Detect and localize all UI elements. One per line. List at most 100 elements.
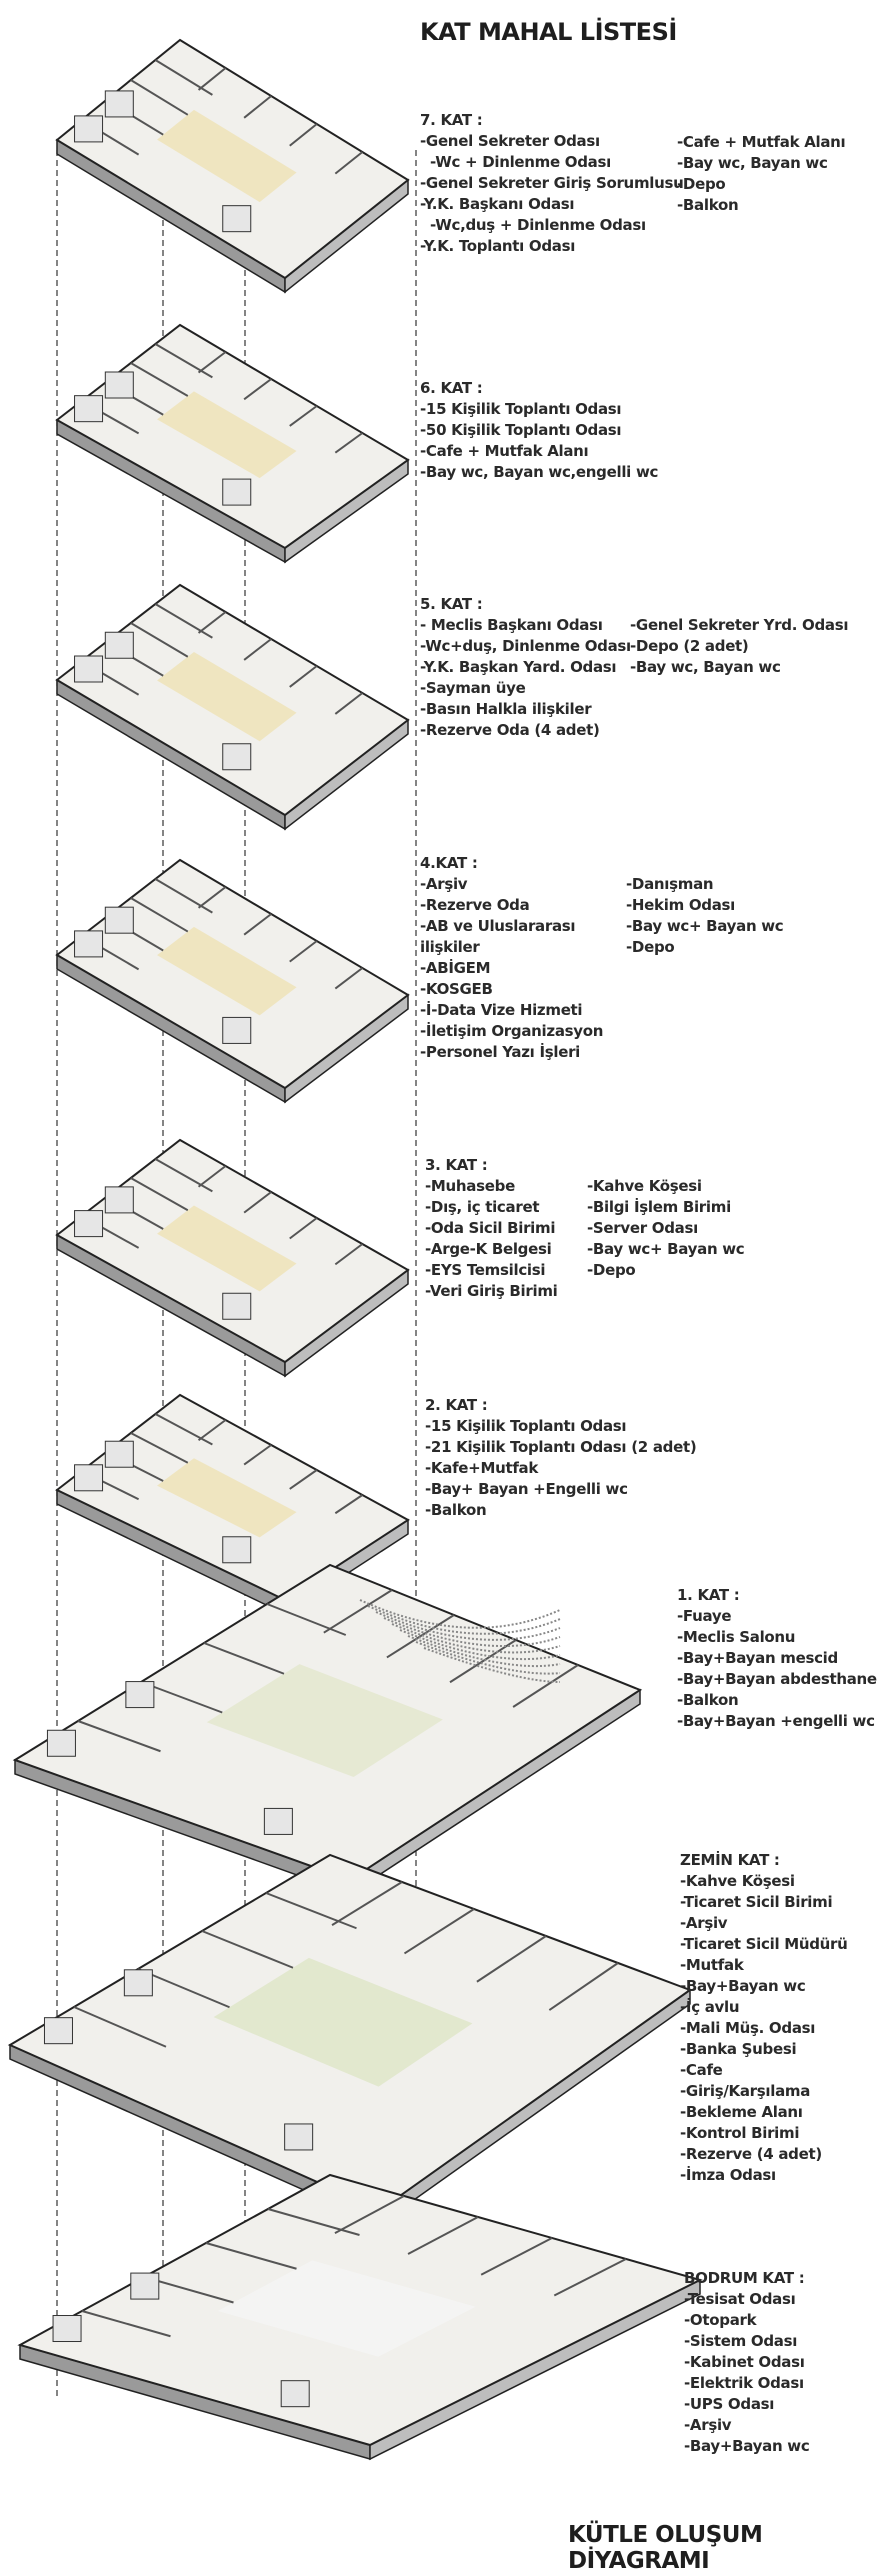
room-item: -Otopark (684, 2311, 757, 2329)
room-item: -Depo (626, 938, 675, 956)
floor-plate-kat4-circulation (157, 926, 297, 1016)
floor-plate-kat6-circulation (157, 391, 297, 479)
room-item: -Wc,duş + Dinlenme Odası (430, 216, 646, 234)
room-item: -Bay wc, Bayan wc (677, 154, 828, 172)
floor-plate-bodrum-wall (81, 2310, 171, 2338)
floor-plate-kat7-wall (130, 79, 189, 116)
room-item: -Muhasebe (425, 1177, 515, 1195)
room-item: -Basın Halkla ilişkiler (420, 700, 592, 718)
floor-plate-bodrum-circulation (217, 2260, 476, 2357)
room-item: ilişkiler (420, 938, 480, 956)
floor-plate-kat1-room-box (125, 1681, 155, 1709)
room-item: -Ticaret Sicil Müdürü (680, 1935, 848, 1953)
floor-list-kat3: 3. KAT :-Muhasebe-Dış, iç ticaret-Oda Si… (425, 1155, 558, 1302)
room-item: -Arşiv (684, 2416, 732, 2434)
room-item: -Cafe + Mutfak Alanı (677, 133, 846, 151)
floor-plate-kat4-room-box (74, 930, 104, 958)
floor-heading: 6. KAT : (420, 379, 483, 397)
room-item: -Elektrik Odası (684, 2374, 804, 2392)
room-item: -Kahve Köşesi (680, 1872, 795, 1890)
floor-plate-kat3-wall (197, 1165, 227, 1188)
room-item: - Meclis Başkanı Odası (420, 616, 603, 634)
room-item: -Bay+Bayan wc (684, 2437, 810, 2455)
floor-plate-kat2-room-box (104, 1440, 134, 1468)
auditorium-seat-row (383, 1617, 561, 1648)
auditorium-seat-row (391, 1623, 561, 1654)
room-item: -Mutfak (680, 1956, 744, 1974)
room-item: -Personel Yazı İşleri (420, 1043, 581, 1061)
room-item: -EYS Temsilcisi (425, 1261, 546, 1279)
room-item: -Arge-K Belgesi (425, 1240, 552, 1258)
floor-plate-kat6-wall (197, 351, 227, 374)
floor-plate-kat7-wall (154, 59, 213, 96)
room-item: -Kontrol Birimi (680, 2124, 800, 2142)
room-item: -Y.K. Başkan Yard. Odası (420, 658, 617, 676)
room-item: -Bay+Bayan mescid (677, 1649, 838, 1667)
room-item: -Oda Sicil Birimi (425, 1219, 556, 1237)
room-item: -Mali Müş. Odası (680, 2019, 816, 2037)
room-item: -Server Odası (587, 1219, 698, 1237)
room-item: -Rezerve Oda (4 adet) (420, 721, 600, 739)
list-title: KAT MAHAL LİSTESİ (420, 18, 677, 46)
floor-plate-bodrum-wall (553, 2258, 627, 2297)
floor-plate-zemin-wall (403, 1908, 475, 1955)
auditorium-seat-row (367, 1605, 561, 1635)
floor-heading: ZEMİN KAT : (680, 1851, 780, 1869)
floor-plate-kat1-wall (203, 1642, 285, 1675)
room-item: -Dış, iç ticaret (425, 1198, 540, 1216)
floor-plate-zemin-wall (73, 2006, 167, 2048)
floor-plate-kat3-wall (130, 1177, 189, 1212)
floor-plate-kat1-wall (323, 1589, 393, 1634)
room-item: -Bay wc, Bayan wc,engelli wc (420, 463, 659, 481)
floor-plate-zemin-circulation (213, 1957, 473, 2087)
room-item: -Bilgi İşlem Birimi (587, 1198, 731, 1216)
diagram-title: KÜTLE OLUŞUM DİYAGRAMI (568, 2522, 763, 2574)
floor-plate-kat6-wall (154, 343, 213, 379)
floor-plate-kat2-wall (334, 1494, 363, 1515)
floor-list-kat3-col2: -Kahve Köşesi-Bilgi İşlem Birimi-Server … (587, 1176, 745, 1281)
room-item: -Bay+Bayan wc (680, 1977, 806, 1995)
floor-plate-kat6-wall (130, 362, 189, 397)
floor-plate-kat3-wall (334, 1243, 364, 1266)
room-item: -Danışman (626, 875, 714, 893)
floor-plate-kat4-room-box (222, 1016, 252, 1044)
floor-list-kat1: 1. KAT :-Fuaye-Meclis Salonu-Bay+Bayan m… (677, 1585, 877, 1732)
room-item: -Arşiv (420, 875, 468, 893)
floor-list-kat4: 4.KAT :-Arşiv-Rezerve Oda-AB ve Uluslara… (420, 853, 603, 1063)
floor-plate-bodrum-room-box (280, 2380, 310, 2408)
floor-plate-kat1-wall (77, 1720, 161, 1753)
room-item: -Hekim Odası (626, 896, 736, 914)
room-item: -Ticaret Sicil Birimi (680, 1893, 833, 1911)
floor-plate-kat2-room-box (222, 1536, 252, 1564)
room-item: -Bay+Bayan +engelli wc (677, 1712, 875, 1730)
floor-list-kat5-col2: -Genel Sekreter Yrd. Odası -Depo (2 adet)… (630, 615, 849, 678)
floor-plate-kat4-wall (130, 897, 189, 933)
room-item: -Genel Sekreter Odası (420, 132, 600, 150)
room-item: -KOSGEB (420, 980, 493, 998)
floor-heading: 1. KAT : (677, 1586, 740, 1604)
floor-heading: 4.KAT : (420, 854, 478, 872)
room-item: -Y.K. Toplantı Odası (420, 237, 576, 255)
floor-plate-kat5-room-box (104, 631, 134, 659)
room-item: -Rezerve (4 adet) (680, 2145, 822, 2163)
floor-plate-bodrum-wall (334, 2195, 405, 2235)
floor-plate-zemin-wall (548, 1962, 619, 2011)
auditorium-seat-row (415, 1641, 561, 1675)
room-item: -50 Kişilik Toplantı Odası (420, 421, 622, 439)
floor-plate-kat7-room-box (104, 90, 134, 118)
floor-plate-kat1-wall (140, 1681, 223, 1714)
floor-heading: 5. KAT : (420, 595, 483, 613)
floor-list-zemin: ZEMİN KAT : -Kahve Köşesi -Ticaret Sicil B… (680, 1850, 848, 2186)
floor-plate-zemin-wall (476, 1935, 547, 1983)
room-item: -Depo (2 adet) (630, 637, 749, 655)
room-item: -Bay+ Bayan +Engelli wc (425, 1480, 628, 1498)
floor-plate-kat7-wall (334, 151, 364, 175)
floor-plate-bodrum-room-box (130, 2272, 160, 2300)
room-item: -Genel Sekreter Giriş Sorumlusu (420, 174, 684, 192)
floor-list-kat7-col2: -Cafe + Mutfak Alanı-Bay wc, Bayan wc-De… (677, 132, 846, 216)
auditorium-seat-row (423, 1647, 561, 1683)
floor-plate-kat7-wall (289, 123, 318, 147)
room-item: -Genel Sekreter Yrd. Odası (630, 616, 849, 634)
floor-plate-kat5-wall (154, 603, 213, 639)
